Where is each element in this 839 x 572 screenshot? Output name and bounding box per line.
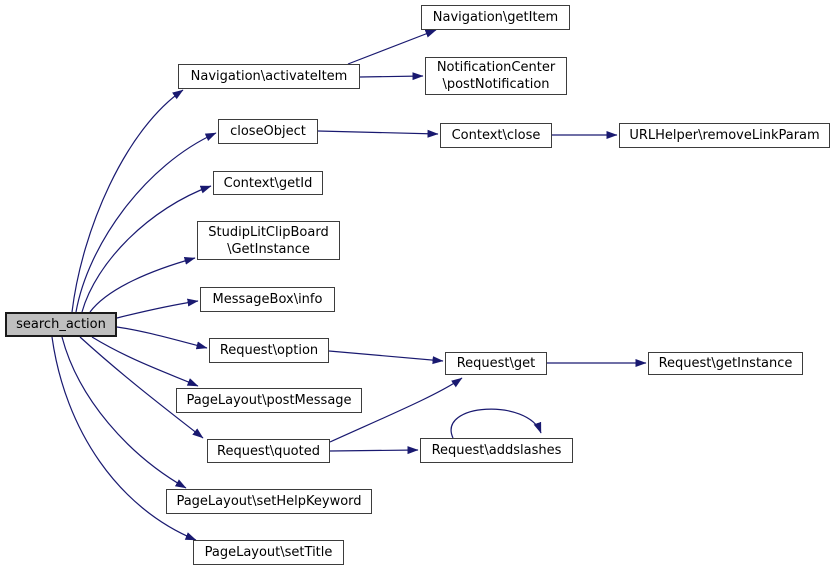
edge-request-quoted-to-request-addslashes	[329, 446, 419, 455]
edge-search-action-to-closeobject	[75, 132, 217, 313]
node-request-get[interactable]: Request\get	[445, 352, 547, 375]
node-nav-getitem[interactable]: Navigation\getItem	[421, 5, 570, 30]
node-context-close[interactable]: Context\close	[440, 123, 552, 148]
edge-search-action-to-studiplitclipboard-getinstance	[89, 256, 196, 313]
node-studiplitclipboard-getinstance[interactable]: StudipLitClipBoard \GetInstance	[197, 221, 340, 260]
node-urlhelper-removelinkparam[interactable]: URLHelper\removeLinkParam	[619, 123, 830, 148]
node-context-getid[interactable]: Context\getId	[213, 171, 323, 195]
node-pagelayout-postmessage[interactable]: PageLayout\postMessage	[176, 388, 362, 413]
node-request-getinstance[interactable]: Request\getInstance	[648, 352, 803, 375]
node-request-addslashes[interactable]: Request\addslashes	[420, 438, 573, 463]
edge-search-action-to-nav-activateitem	[71, 89, 184, 313]
edge-search-action-to-messagebox-info	[116, 298, 199, 319]
edge-nav-activateitem-to-notificationcenter-postnotification	[359, 72, 424, 81]
edge-closeobject-to-context-close	[317, 129, 439, 138]
edge-search-action-to-context-getid	[81, 185, 212, 313]
node-nav-activateitem[interactable]: Navigation\activateItem	[178, 64, 360, 89]
node-pagelayout-sethelpkeyword[interactable]: PageLayout\setHelpKeyword	[166, 489, 372, 514]
edge-search-action-to-pagelayout-sethelpkeyword	[61, 336, 187, 489]
node-request-option[interactable]: Request\option	[209, 338, 329, 363]
edge-search-action-to-request-option	[116, 326, 208, 350]
node-search-action: search_action	[5, 312, 117, 337]
edge-nav-activateitem-to-nav-getitem	[347, 29, 437, 65]
node-pagelayout-settitle[interactable]: PageLayout\setTitle	[193, 540, 344, 565]
node-request-quoted[interactable]: Request\quoted	[207, 439, 330, 463]
node-notificationcenter-postnotification[interactable]: NotificationCenter \postNotification	[425, 57, 567, 95]
edge-request-addslashes-to-request-addslashes	[450, 408, 542, 439]
node-closeobject[interactable]: closeObject	[218, 119, 318, 144]
edge-search-action-to-pagelayout-postmessage	[91, 336, 199, 387]
node-messagebox-info[interactable]: MessageBox\info	[200, 287, 335, 312]
edge-request-option-to-request-get	[328, 350, 444, 365]
